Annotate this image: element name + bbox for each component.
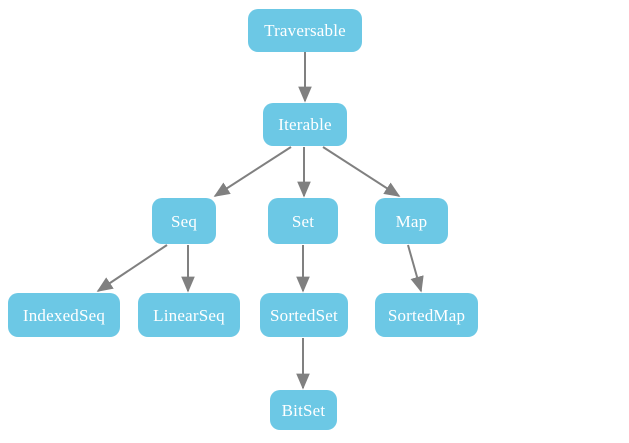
- edge-iterable-to-seq: [213, 146, 292, 197]
- node-label-map: Map: [395, 211, 428, 231]
- node-label-linearseq: LinearSeq: [153, 305, 225, 325]
- edges-group: [96, 52, 424, 390]
- node-label-indexedseq: IndexedSeq: [22, 305, 106, 325]
- edge-seq-to-indexedseq: [96, 244, 168, 292]
- node-map[interactable]: Map: [375, 198, 448, 244]
- node-sortedset[interactable]: SortedSet: [260, 293, 348, 337]
- node-indexedseq[interactable]: IndexedSeq: [8, 293, 120, 337]
- node-label-traversable: Traversable: [264, 21, 346, 40]
- node-label-sortedset: SortedSet: [270, 305, 338, 325]
- node-seq[interactable]: Seq: [152, 198, 216, 244]
- node-label-seq: Seq: [170, 211, 198, 231]
- node-set[interactable]: Set: [268, 198, 338, 244]
- node-iterable[interactable]: Iterable: [263, 103, 347, 146]
- node-linearseq[interactable]: LinearSeq: [138, 293, 240, 337]
- node-label-bitset: BitSet: [281, 400, 326, 420]
- node-label-sortedmap: SortedMap: [387, 305, 466, 325]
- node-bitset[interactable]: BitSet: [270, 390, 337, 430]
- node-traversable[interactable]: Traversable: [248, 9, 362, 52]
- node-label-set: Set: [291, 211, 315, 231]
- node-sortedmap[interactable]: SortedMap: [375, 293, 478, 337]
- node-label-iterable: Iterable: [278, 115, 332, 134]
- edge-iterable-to-map: [322, 146, 401, 197]
- edge-map-to-sortedmap: [407, 244, 424, 293]
